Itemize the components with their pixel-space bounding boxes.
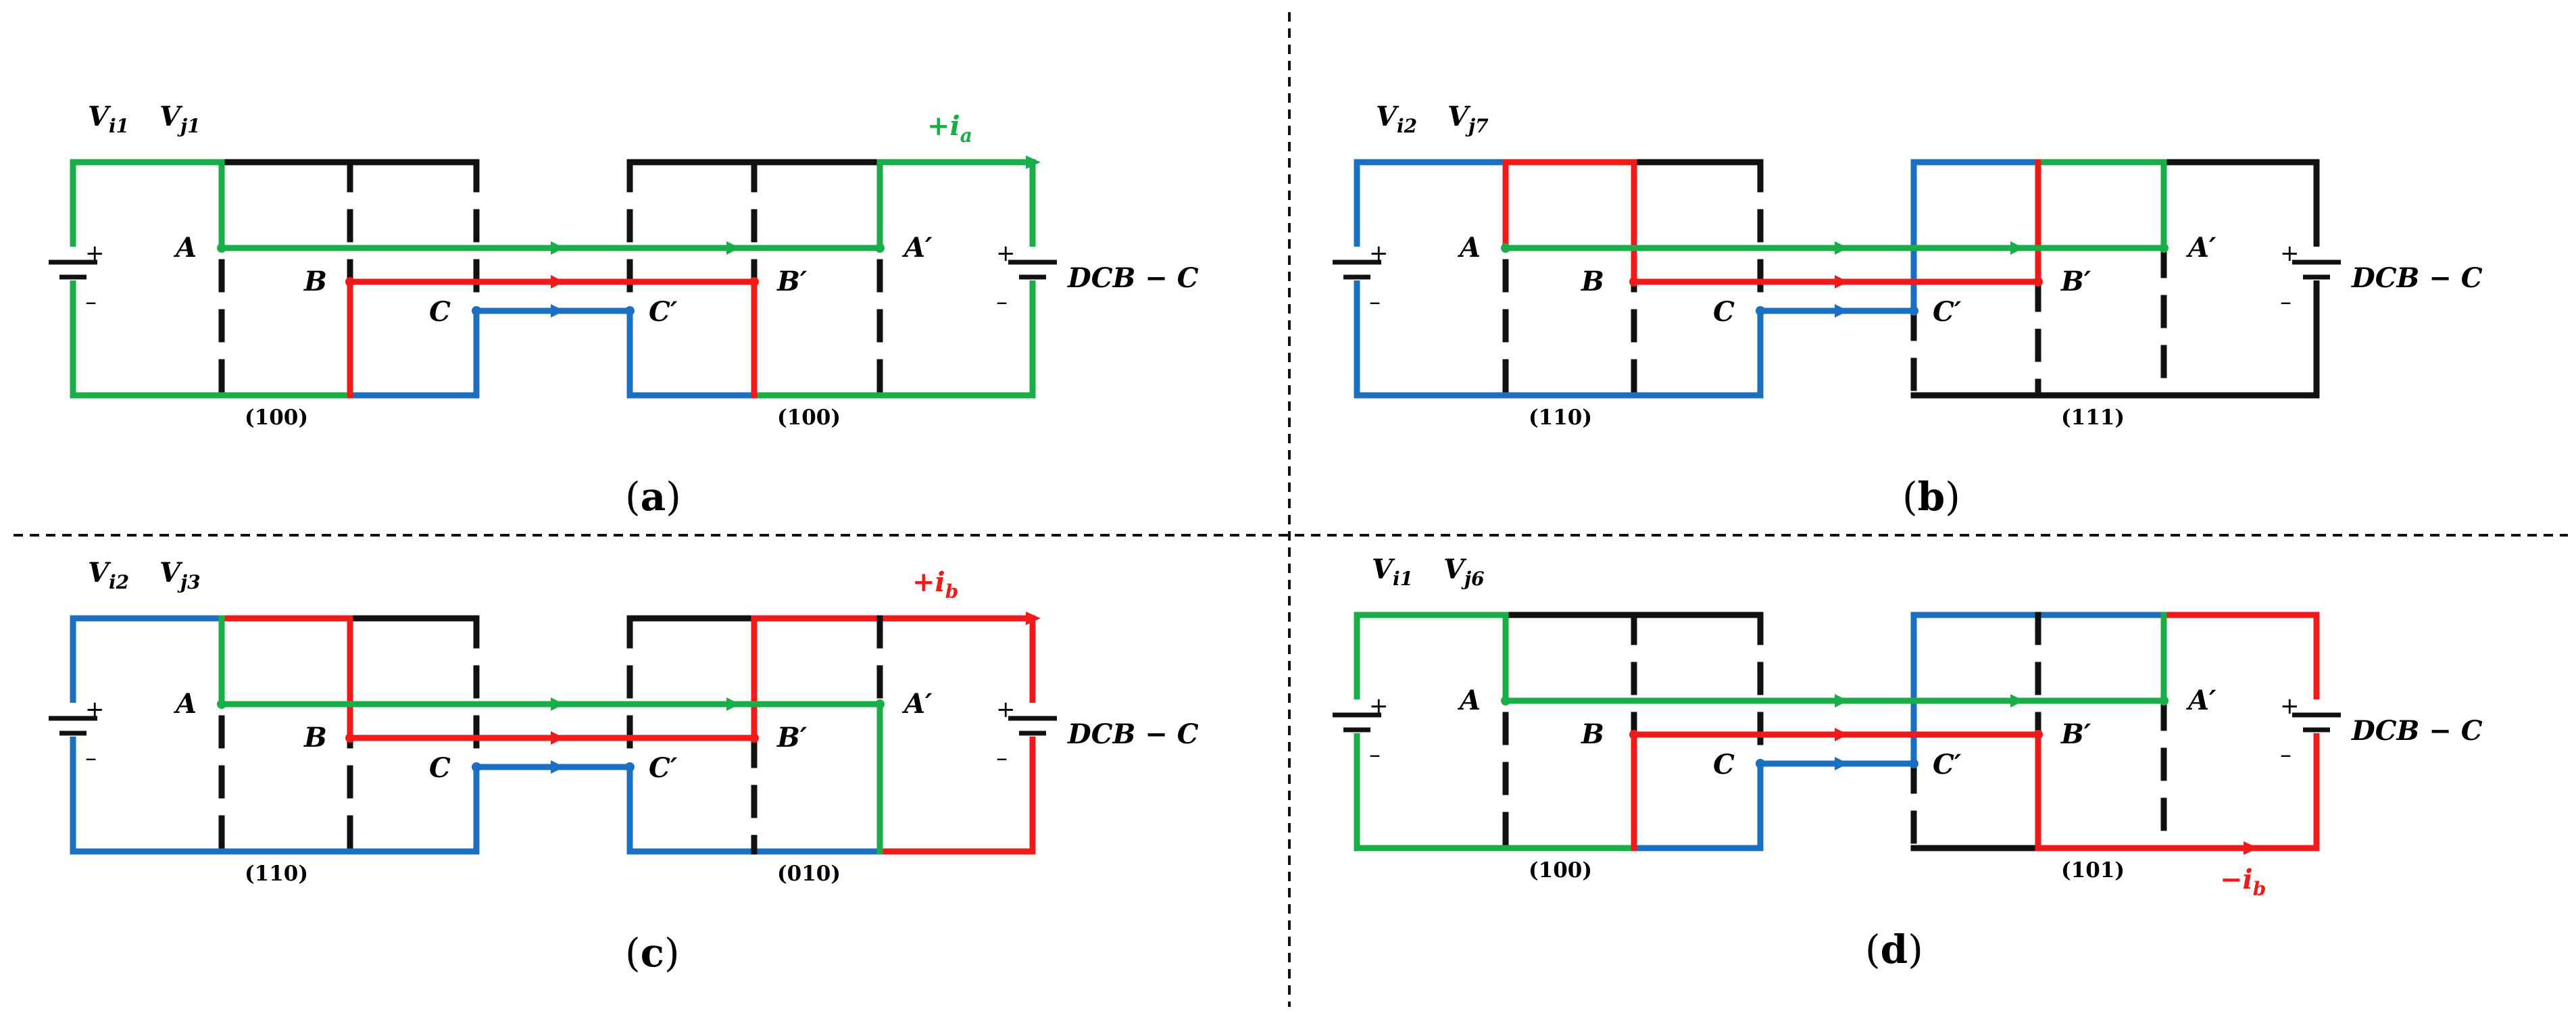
node-c-prime-label: C′ [1933,749,1962,781]
left-state-code: (100) [1529,858,1592,883]
title-v2: Vj6 [1443,553,1485,590]
title-v2: Vj1 [159,101,201,137]
panel-d: + – + – Vi1 Vj6 A B C C′ B′ A′ DCB − C (… [1331,553,2483,972]
node-b-label: B [1581,718,1604,750]
node-b-prime-label: B′ [2060,718,2091,750]
dc-label: DCB − C [2351,715,2483,747]
title-v1: Vi1 [88,101,129,137]
battery-minus-left: – [85,745,97,772]
right-state-code: (111) [2061,405,2125,430]
battery-plus-right: + [996,240,1016,267]
node-c-prime-label: C′ [649,752,678,784]
battery-minus-right: – [996,745,1008,772]
title-v2: Vj3 [159,557,201,593]
node-c-prime-label: C′ [649,296,678,328]
node-a-label: A [1457,232,1481,264]
right-state-code: (010) [777,862,841,886]
title-v1: Vi2 [88,557,129,593]
node-c-prime-label: C′ [1933,296,1962,328]
node-c-label: C [1713,749,1735,781]
title-v1: Vi1 [1372,553,1413,590]
node-a-label: A [1457,685,1481,716]
battery-minus-right: – [2280,741,2292,768]
left-state-code: (100) [245,405,308,430]
node-a-label: A [173,232,197,264]
current-label: +ia [927,110,972,147]
panel-c: + – + – Vi2 Vj3 A B C C′ B′ A′ DCB − C (… [47,557,1199,976]
dc-label: DCB − C [1067,262,1199,294]
battery-plus-right: + [2280,240,2300,267]
node-a-prime-label: A′ [901,232,933,264]
dc-label: DCB − C [2351,262,2483,294]
battery-plus-left: + [85,240,105,267]
battery-minus-left: – [85,289,97,316]
node-b-label: B [303,266,327,297]
left-state-code: (110) [245,862,308,886]
node-a-prime-label: A′ [2185,685,2216,716]
node-a-label: A [173,688,197,720]
title-v2: Vj7 [1447,101,1489,137]
battery-minus-left: – [1369,289,1381,316]
node-a-prime-label: A′ [2185,232,2216,264]
node-b-label: B [303,722,327,753]
battery-minus-left: – [1369,741,1381,768]
right-state-code: (101) [2061,858,2125,883]
battery-plus-left: + [1369,240,1389,267]
caption-c: (c) [625,930,680,976]
right-state-code: (100) [777,405,841,430]
node-a-prime-label: A′ [901,688,933,720]
battery-minus-right: – [996,289,1008,316]
battery-plus-left: + [85,696,105,723]
caption-b: (b) [1902,474,1960,520]
node-c-label: C [429,752,451,784]
current-label: −ib [2220,864,2266,900]
title-v1: Vi2 [1376,101,1417,137]
dc-label: DCB − C [1067,718,1199,750]
node-c-label: C [1713,296,1735,328]
left-state-code: (110) [1529,405,1592,430]
panel-a: + – + – Vi1 Vj1 A B C C′ B′ A′ DCB − C (… [47,101,1199,520]
node-b-prime-label: B′ [2060,266,2091,297]
node-b-prime-label: B′ [776,722,808,753]
node-c-label: C [429,296,451,328]
panel-b: + – + – Vi2 Vj7 A B C C′ B′ A′ DCB − C (… [1331,101,2483,520]
caption-d: (d) [1865,926,1923,972]
caption-a: (a) [625,474,681,520]
node-b-prime-label: B′ [776,266,808,297]
battery-plus-right: + [996,696,1016,723]
node-b-label: B [1581,266,1604,297]
current-label: +ib [912,566,958,603]
battery-plus-right: + [2280,693,2300,720]
battery-minus-right: – [2280,289,2292,316]
battery-plus-left: + [1369,693,1389,720]
